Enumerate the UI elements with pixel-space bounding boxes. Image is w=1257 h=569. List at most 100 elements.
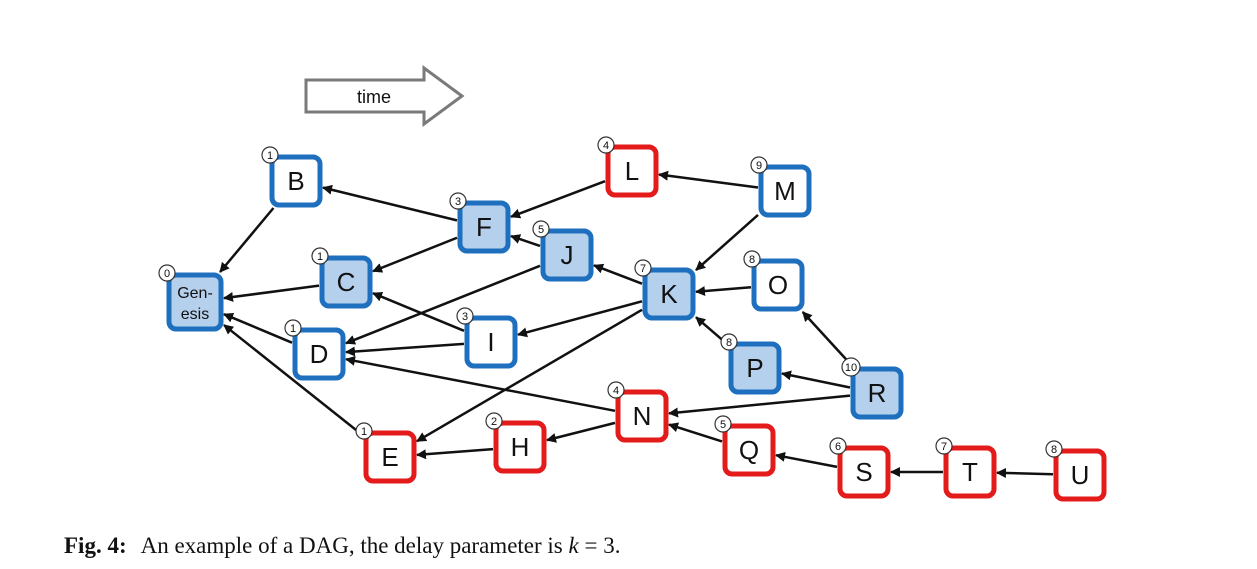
time-label: time [357,87,391,107]
edge-U-to-T [996,467,1054,478]
node-C: C1 [311,247,373,309]
node-J: J5 [532,220,594,282]
node-K: K7 [634,259,696,321]
score-text-B: 1 [267,150,273,162]
node-label-D: D [310,339,329,369]
node-box-F [457,200,511,254]
edge-N-to-H [546,421,616,443]
edge-K-to-J [593,263,643,285]
score-text-J: 5 [538,224,544,236]
node-box-C [319,255,373,309]
score-text-E: 1 [361,426,367,438]
node-E: E1 [355,422,417,484]
node-F: F3 [449,192,511,254]
node-label-J: J [561,240,574,270]
edge-K-to-I [517,300,643,338]
edge-D-to-Genesis [223,313,293,344]
node-box-E [363,430,417,484]
node-label-U: U [1071,460,1090,490]
node-label-B: B [287,166,304,196]
node-label-I: I [487,327,494,357]
node-O: O8 [743,250,805,312]
node-D: D1 [284,319,346,381]
node-box-J [540,228,594,282]
edge-J-to-D [345,264,541,345]
node-H: H2 [485,412,547,474]
edge-F-to-C [372,236,458,273]
score-text-O: 8 [749,254,755,266]
edge-M-to-L [658,170,759,189]
node-R: R 10 [841,357,904,420]
node-box-N [615,389,669,443]
score-text-S: 6 [835,441,841,453]
edge-N-to-D [345,355,616,413]
score-text-C: 1 [317,251,323,263]
node-L: L4 [597,136,659,198]
node-T: T7 [935,437,997,499]
nodes-layer: Gen-esis0B1C1D1E1F3I3H2J5L4N4K7M9O8P8Q5R… [158,136,1107,502]
node-label-R: R [868,378,887,408]
node-box-L [605,144,659,198]
edge-J-to-F [510,234,541,248]
edge-H-to-E [416,447,494,460]
node-box-R [850,366,904,420]
score-badge-B [261,146,279,164]
node-I: I3 [456,307,518,369]
score-text-R: 10 [845,362,857,374]
score-badge-C [311,247,329,265]
node-label-T: T [962,457,978,487]
edges-layer [219,170,1054,478]
edge-C-to-Genesis [223,284,320,302]
score-badge-Q [714,415,732,433]
score-badge-F [449,192,467,210]
node-U: U8 [1045,440,1107,502]
node-box-Genesis [166,272,224,332]
edge-O-to-K [695,285,752,297]
node-box-H [493,420,547,474]
score-text-L: 4 [603,140,609,152]
edge-B-to-Genesis [219,207,275,273]
score-badge-P [720,333,738,351]
node-box-Q [722,423,776,477]
edge-L-to-F [510,180,606,219]
figure-caption: Fig. 4:An example of a DAG, the delay pa… [64,533,620,559]
node-label-P: P [746,353,763,383]
node-label-F: F [476,212,492,242]
score-badge-I [456,307,474,325]
node-label-O: O [768,270,788,300]
node-label-Genesis-line-1: esis [181,306,209,323]
score-badge-E [355,422,373,440]
node-B: B1 [261,146,323,208]
node-P: P8 [720,333,782,395]
edge-K-to-E [416,308,643,443]
score-badge-M [750,156,768,174]
score-text-T: 7 [941,441,947,453]
score-text-P: 8 [726,337,732,349]
score-text-K: 7 [640,263,646,275]
node-label-C: C [337,267,356,297]
score-badge-L [597,136,615,154]
score-text-U: 8 [1051,444,1057,456]
edge-Q-to-N [668,422,723,443]
node-N: N4 [607,381,669,443]
node-label-H: H [511,432,530,462]
node-label-M: M [774,176,796,206]
node-label-L: L [625,156,639,186]
node-box-P [728,341,782,395]
score-badge-O [743,250,761,268]
edge-F-to-B [322,184,458,222]
edge-R-to-O [801,311,854,367]
node-label-K: K [660,279,678,309]
caption-k: k [568,533,579,558]
node-box-S [837,445,891,499]
node-box-K [642,267,696,321]
time-arrow: time [304,65,465,127]
node-label-Q: Q [739,435,759,465]
node-box-U [1053,448,1107,502]
score-badge-U [1045,440,1063,458]
edge-I-to-D [345,342,465,357]
node-S: S6 [829,437,891,499]
node-label-Genesis-line-0: Gen- [177,285,213,302]
score-badge-R [841,357,861,377]
